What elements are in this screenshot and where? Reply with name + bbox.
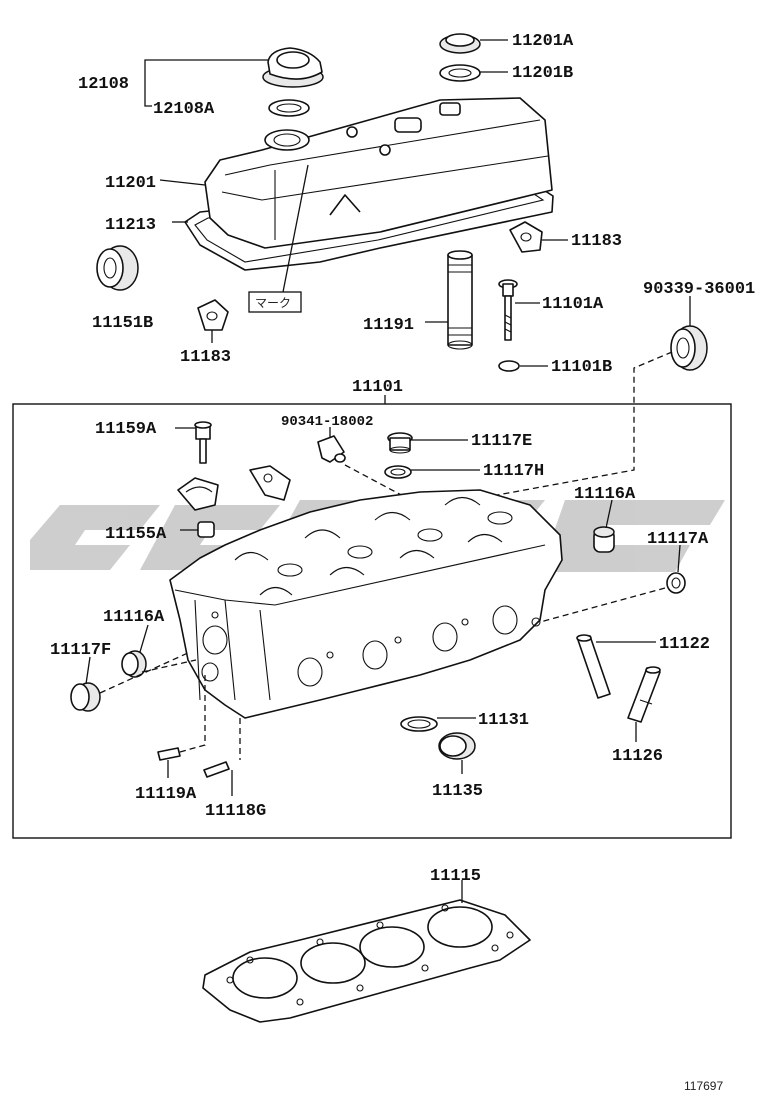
oil-seal-right — [670, 325, 708, 371]
label-filler-cap-gasket: 12108A — [153, 100, 215, 119]
bolt-11159a — [194, 421, 212, 464]
cover-grommet-b — [439, 64, 481, 82]
label-cover-grommet-b: 11201B — [512, 64, 573, 83]
cover-grommet-a — [439, 33, 481, 54]
cylinder-head — [169, 489, 563, 719]
label-bracket-left: 11183 — [180, 348, 231, 367]
label-ring-11131: 11131 — [478, 711, 529, 730]
label-gasket-11117h: 11117H — [483, 462, 544, 481]
label-cover-gasket: 11213 — [105, 216, 156, 235]
label-stud-bolt-a: 11101A — [542, 295, 604, 314]
label-pin-11118g: 11118G — [205, 802, 266, 821]
bearing-cap-11155a — [197, 521, 215, 538]
plug-11116a-left — [121, 650, 147, 678]
label-valve-cover: 11201 — [105, 174, 156, 193]
oil-seal-dashed-path — [469, 351, 673, 501]
mark-box — [248, 291, 302, 313]
label-oil-filler-cap: 12108 — [78, 75, 129, 94]
plug-11117f — [70, 682, 101, 712]
bracket-left — [197, 299, 229, 331]
label-oil-seal-b: 11151B — [92, 314, 153, 333]
pin-11118g — [203, 761, 230, 778]
label-plug-11117a: 11117A — [647, 530, 709, 549]
mark-label: マーク — [255, 296, 291, 310]
label-bracket-right: 11183 — [571, 232, 622, 251]
label-bearing-cap: 11155A — [105, 525, 167, 544]
label-ring-11135: 11135 — [432, 782, 483, 801]
bracket-right — [509, 221, 543, 253]
plug-11117a — [666, 572, 686, 594]
plug-90341 — [317, 435, 346, 463]
spark-plug-tube — [447, 250, 473, 350]
filler-cap-gasket — [268, 99, 310, 117]
stud-bolt-a — [498, 279, 518, 341]
label-valve-guide-11122: 11122 — [659, 635, 710, 654]
figure-id: 117697 — [684, 1079, 723, 1093]
label-cover-grommet-a: 11201A — [512, 32, 574, 51]
valve-guide-11122 — [576, 634, 611, 699]
label-plug-11117f: 11117F — [50, 641, 111, 660]
pin-11119a — [157, 747, 181, 761]
label-bolt-11159a: 11159A — [95, 420, 157, 439]
oil-seal-b — [96, 245, 139, 291]
head-assembly-label: 11101 — [352, 378, 403, 397]
head-assembly-frame — [12, 403, 732, 839]
gasket-11117h — [384, 465, 412, 479]
bearing-cap-upper — [177, 465, 291, 511]
label-pin-11119a: 11119A — [135, 785, 197, 804]
label-plug-11116a-left: 11116A — [103, 608, 165, 627]
label-head-gasket: 11115 — [430, 867, 481, 886]
cap-group-bracket — [144, 59, 268, 107]
label-plug-11117e: 11117E — [471, 432, 532, 451]
label-oil-seal-right: 90339-36001 — [643, 280, 755, 299]
washer-b — [498, 360, 520, 372]
valve-cover — [204, 97, 553, 249]
valve-guide-11126 — [627, 666, 661, 723]
label-valve-guide-11126: 11126 — [612, 747, 663, 766]
label-plug-90341: 90341-18002 — [281, 414, 373, 430]
oil-filler-cap — [262, 47, 324, 88]
label-plug-11116a-right: 11116A — [574, 485, 636, 504]
head-gasket — [202, 899, 531, 1023]
label-washer-b: 11101B — [551, 358, 612, 377]
label-spark-plug-tube: 11191 — [363, 316, 414, 335]
plug-11116a-right — [593, 526, 615, 553]
ring-11131 — [400, 716, 438, 732]
plug-11117e — [387, 432, 413, 454]
